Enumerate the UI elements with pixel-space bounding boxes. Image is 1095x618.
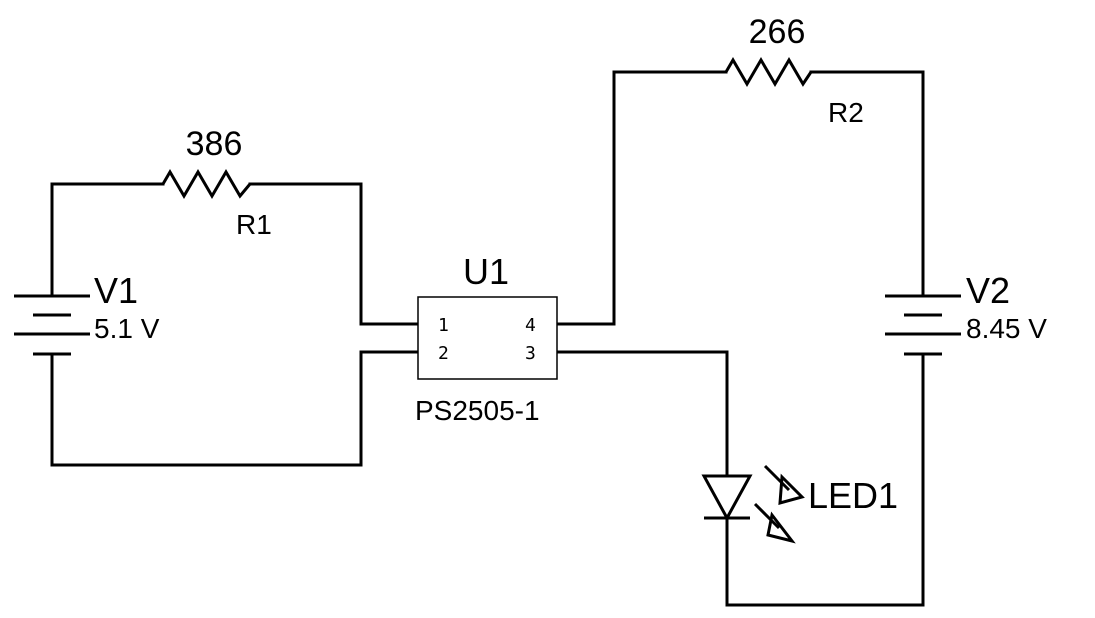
led-led1-triangle-icon: [701, 474, 753, 522]
optocoupler-u1-pin-3: 3: [525, 343, 536, 364]
wire-r1-to-u1-pin1: [248, 182, 420, 326]
led-led1-name: LED1: [808, 475, 898, 516]
battery-v2: V2 8.45 V: [885, 270, 1047, 356]
optocoupler-u1-body: [417, 296, 558, 380]
optocoupler-u1-name: U1: [463, 251, 509, 292]
resistor-r1-name: R1: [236, 209, 272, 240]
wire-r2-to-v2-top: [809, 70, 925, 298]
optocoupler-u1-part-number: PS2505-1: [415, 395, 540, 426]
optocoupler-u1: U1 1 2 4 3 PS2505-1: [415, 251, 558, 426]
resistor-r1-value: 386: [186, 125, 243, 163]
led-emission-arrows-icon: [753, 464, 805, 544]
resistor-r2-value: 266: [749, 13, 806, 51]
battery-v1-name: V1: [94, 270, 138, 311]
wires: [50, 70, 925, 607]
led-led1: LED1: [701, 464, 898, 544]
optocoupler-u1-pin-1: 1: [438, 315, 449, 336]
battery-v1-voltage: 5.1 V: [94, 313, 160, 344]
resistor-r1-zigzag: [161, 169, 252, 199]
wire-u1-pin4-to-r2: [555, 70, 728, 326]
wire-v1-top-to-r1: [50, 182, 165, 298]
optocoupler-u1-pin-4: 4: [525, 315, 536, 336]
wire-u1-pin2-to-v1-bottom: [50, 350, 420, 467]
battery-v1: V1 5.1 V: [14, 270, 160, 356]
battery-v2-voltage: 8.45 V: [966, 313, 1047, 344]
optocoupler-u1-pin-2: 2: [438, 343, 449, 364]
resistor-r2-zigzag: [724, 57, 813, 87]
resistor-r2: 266 R2: [724, 13, 864, 128]
wire-u1-pin3-to-led: [555, 350, 729, 478]
resistor-r1: 386 R1: [161, 125, 272, 240]
battery-v2-name: V2: [966, 270, 1010, 311]
wire-led-to-v2-bottom: [725, 352, 925, 607]
resistor-r2-name: R2: [828, 97, 864, 128]
